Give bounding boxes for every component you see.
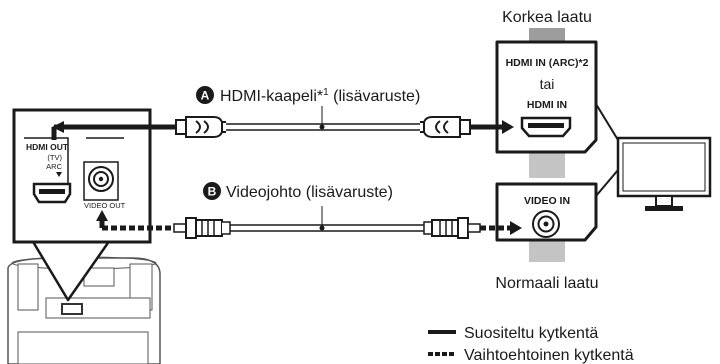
hdmi-cable-text: HDMI-kaapeli* (220, 88, 323, 105)
tv-hdmi-panel: HDMI IN (ARC)*2 tai HDMI IN (495, 40, 598, 154)
unit-rear-panel: HDMI OUT (TV) ARC VIDEO OUT (12, 108, 152, 244)
unit-hdmi-out-label: HDMI OUT (26, 142, 69, 152)
badge-a-icon (196, 86, 214, 104)
hdmi-in-arc-label: HDMI IN (ARC)*2 (506, 57, 589, 69)
badge-b-icon (203, 182, 221, 200)
speaker-unit-icon (7, 256, 161, 364)
hdmi-cable-label: A HDMI-kaapeli*1 (lisävaruste) (196, 86, 420, 105)
video-cable-label: B Videojohto (lisävaruste) (203, 182, 393, 201)
normal-quality-label: Normaali laatu (495, 275, 598, 292)
legend-recommended: Suositeltu kytkentä (464, 325, 598, 342)
unit-video-out-label: VIDEO OUT (84, 201, 126, 210)
video-cable-text: Videojohto (lisävaruste) (226, 184, 393, 201)
badge-b-letter: B (208, 185, 217, 199)
quality-bar-lower (529, 240, 565, 262)
quality-bar-bottom (529, 152, 565, 178)
legend: Suositeltu kytkentä Vaihtoehtoinen kytke… (428, 325, 634, 364)
legend-alternative: Vaihtoehtoinen kytkentä (464, 347, 634, 364)
video-in-label: VIDEO IN (524, 195, 570, 207)
tv-video-panel: VIDEO IN (495, 182, 598, 242)
high-quality-label: Korkea laatu (502, 9, 592, 26)
television-icon (616, 136, 712, 211)
video-cable (96, 206, 522, 239)
badge-a-letter: A (201, 89, 210, 103)
unit-tv-label: (TV) (47, 153, 62, 162)
unit-arc-label: ARC (46, 162, 62, 171)
hdmi-cable (51, 106, 514, 140)
or-label: tai (540, 76, 555, 92)
hdmi-cable-suffix: (lisävaruste) (329, 88, 421, 105)
hdmi-cable-sup: 1 (323, 87, 329, 98)
hdmi-in-label: HDMI IN (527, 99, 567, 111)
svg-text:HDMI-kaapeli*1 (lisävaruste): HDMI-kaapeli*1 (lisävaruste) (220, 87, 420, 105)
